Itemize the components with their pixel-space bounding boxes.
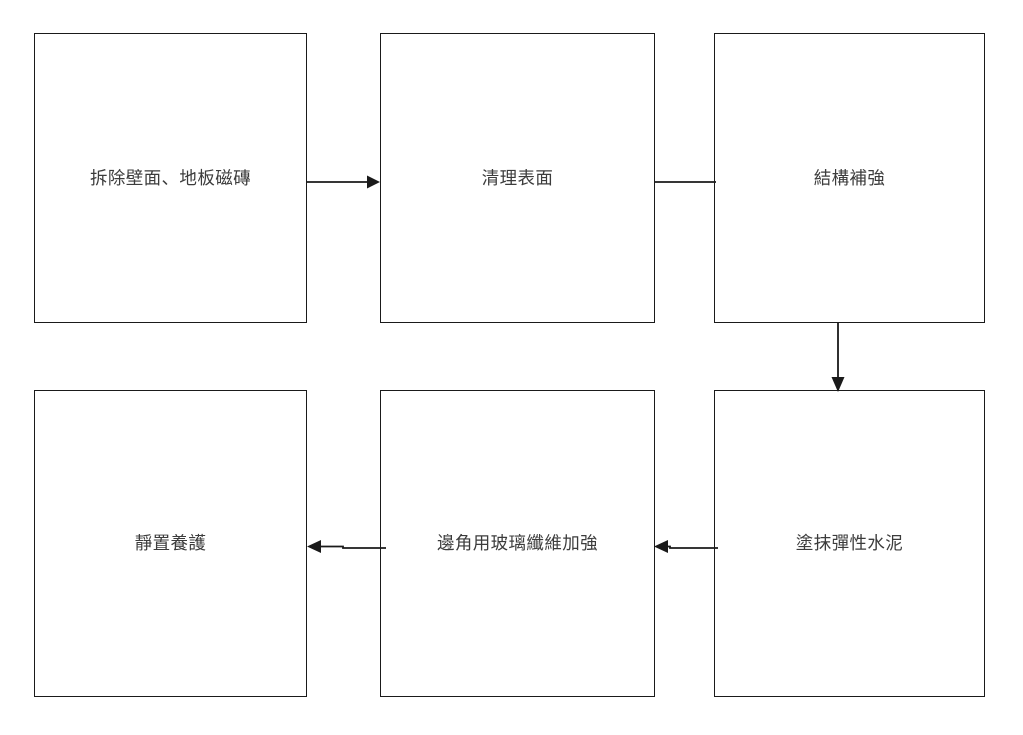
flow-node-label: 結構補強: [813, 167, 886, 188]
arrowhead-icon: [367, 175, 380, 189]
flow-node-label: 塗抹彈性水泥: [795, 533, 904, 554]
flow-node-demolish[interactable]: 拆除壁面、地板磁磚: [34, 33, 307, 323]
flow-node-curing[interactable]: 靜置養護: [34, 390, 307, 697]
edge-struct-to-cement: [831, 322, 845, 392]
flow-node-label: 邊角用玻璃纖維加強: [436, 533, 599, 554]
flow-node-label: 清理表面: [481, 167, 554, 188]
edge-cement-to-fiber: [654, 540, 718, 553]
flow-node-label: 靜置養護: [134, 533, 207, 554]
flow-node-elastic-cement[interactable]: 塗抹彈性水泥: [714, 390, 985, 697]
flow-node-clean[interactable]: 清理表面: [380, 33, 655, 323]
arrowhead-icon: [307, 540, 321, 553]
edge-clean-to-struct: [655, 181, 716, 183]
flow-node-fiberglass-reinforcement[interactable]: 邊角用玻璃纖維加強: [380, 390, 655, 697]
flow-node-structural-reinforcement[interactable]: 結構補強: [714, 33, 985, 323]
flow-node-label: 拆除壁面、地板磁磚: [89, 167, 252, 188]
edge-fiber-to-cure: [307, 540, 386, 553]
edge-demolish-to-clean: [307, 175, 380, 189]
arrowhead-icon: [654, 540, 668, 553]
